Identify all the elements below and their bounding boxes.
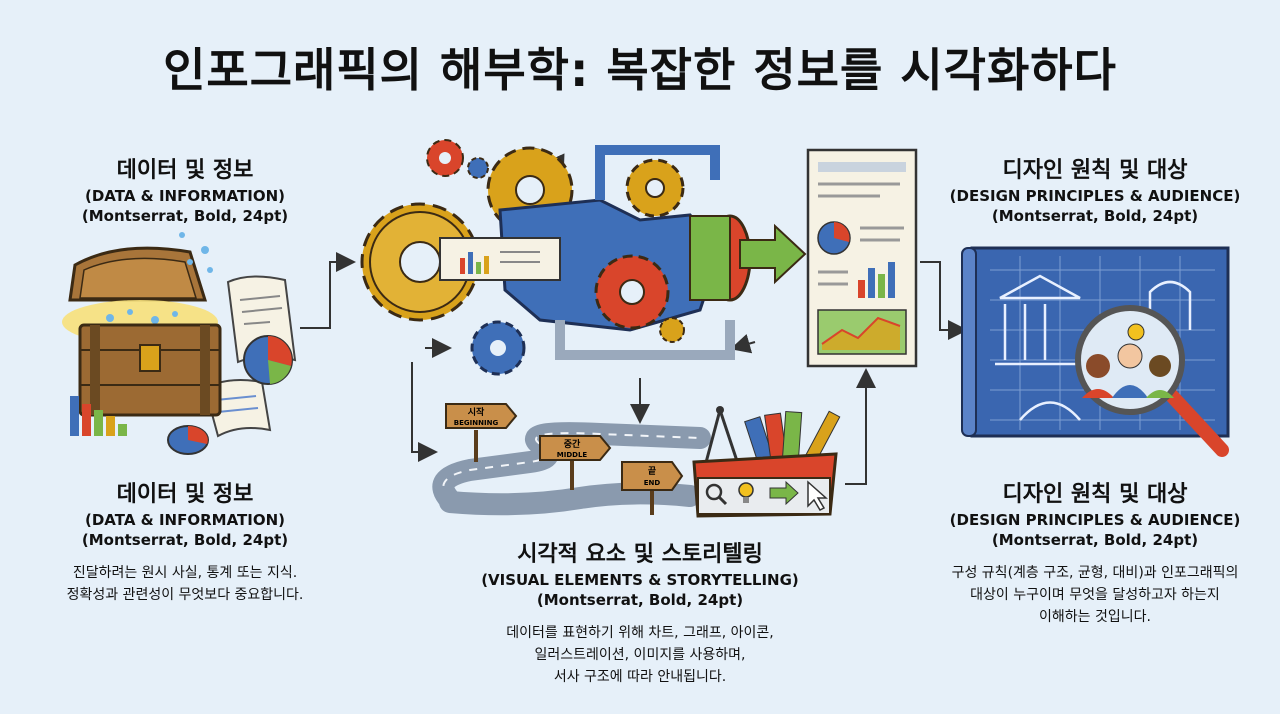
data-info-sub-top: (DATA & INFORMATION) [85,187,285,205]
sign-middle: 중간 MIDDLE [539,435,612,490]
arrow-right-icon [769,480,799,506]
magnifier-small-icon [705,483,728,506]
sign-beginning: 시작 BEGINNING [445,403,518,462]
design-heading-top: 디자인 원칙 및 대상 [1002,158,1188,183]
design-desc-line1: 구성 규칙(계층 구조, 균형, 대비)과 인포그래픽의 [951,565,1239,581]
data-info-font: (Montserrat, Bold, 24pt) [81,531,289,549]
blue-gear-small-icon [467,157,489,179]
data-info-label-top: 데이터 및 정보 (DATA & INFORMATION) (Montserra… [50,156,320,226]
bar-chart-icon [70,396,127,436]
design-label-top: 디자인 원칙 및 대상 (DESIGN PRINCIPLES & AUDIENC… [940,156,1250,226]
data-info-sub: (DATA & INFORMATION) [85,511,285,529]
color-swatch-icon [744,410,803,470]
design-section: 디자인 원칙 및 대상 (DESIGN PRINCIPLES & AUDIENC… [930,480,1260,628]
report-bar-icon [858,262,895,298]
design-font: (Montserrat, Bold, 24pt) [991,531,1199,549]
lightbulb-icon [738,482,754,503]
treasure-chest-illustration [62,232,297,455]
data-info-font-top: (Montserrat, Bold, 24pt) [81,207,289,225]
blueprint-illustration [961,246,1230,457]
design-font-top: (Montserrat, Bold, 24pt) [991,207,1199,225]
design-heading: 디자인 원칙 및 대상 [1002,482,1188,507]
large-gear-icon [360,202,480,322]
sign-beginning-en: BEGINNING [454,419,499,427]
lightbulb-idea-icon [1127,323,1145,341]
data-info-heading: 데이터 및 정보 [116,482,254,507]
lock-icon [139,344,161,372]
storytelling-road: 시작 BEGINNING 중간 MIDDLE 끝 END [432,403,711,516]
arrow-to-road [411,362,438,462]
design-desc: 구성 규칙(계층 구조, 균형, 대비)과 인포그래픽의 대상이 누구이며 무엇… [930,562,1260,628]
small-pie-icon [167,425,209,455]
design-desc-line2: 대상이 누구이며 무엇을 달성하고자 하는지 [970,587,1220,603]
data-info-section: 데이터 및 정보 (DATA & INFORMATION) (Montserra… [40,480,330,606]
building-columns-icon [995,274,1192,421]
arrow-to-report [845,368,876,485]
report-document-illustration [806,148,918,368]
cursor-icon [807,480,828,511]
arrow-data-to-gears [300,252,356,329]
magnifier-audience-icon [1075,305,1229,457]
page-title: 인포그래픽의 해부학: 복잡한 정보를 시각화하다 [163,43,1117,97]
arrow-report-to-blueprint [920,261,968,340]
data-info-heading-top: 데이터 및 정보 [116,158,254,183]
pie-chart-icon [243,335,293,385]
output-cylinder [689,214,752,302]
visual-elements-section: 시각적 요소 및 스토리텔링 (VISUAL ELEMENTS & STORYT… [440,540,840,688]
data-info-desc: 진달하려는 원시 사실, 통계 또는 지식. 정확성과 관련성이 무엇보다 중요… [40,562,330,606]
report-pie-icon [817,221,851,255]
report-line-chart-icon [817,309,907,355]
toolbox-illustration [692,406,841,518]
visual-desc-line2: 일러스트레이션, 이미지를 사용하며, [534,647,746,663]
chart-panel-icon [439,237,561,281]
red-gear-center-icon [594,254,670,330]
visual-desc-line3: 서사 구조에 따라 안내됩니다. [553,669,727,685]
sign-middle-ko: 중간 [564,438,581,450]
data-info-desc-line2: 정확성과 관련성이 무엇보다 중요합니다. [66,587,304,603]
sign-end-ko: 끝 [648,466,656,477]
small-gear-icon [625,158,685,218]
design-sub: (DESIGN PRINCIPLES & AUDIENCE) [949,511,1241,529]
tiny-gear-icon [659,317,685,343]
sign-end-en: END [644,479,661,487]
red-gear-icon [426,139,464,177]
visual-desc-line1: 데이터를 표현하기 위해 차트, 그래프, 아이콘, [506,625,774,641]
visual-heading: 시각적 요소 및 스토리텔링 [517,542,763,567]
sign-beginning-ko: 시작 [468,407,485,418]
blue-gear-icon [470,320,526,376]
visual-desc: 데이터를 표현하기 위해 차트, 그래프, 아이콘, 일러스트레이션, 이미지를… [440,622,840,688]
visual-font: (Montserrat, Bold, 24pt) [536,591,744,609]
sign-middle-en: MIDDLE [557,451,588,459]
data-info-desc-line1: 진달하려는 원시 사실, 통계 또는 지식. [72,565,298,581]
gear-machine-illustration [360,139,807,376]
visual-sub: (VISUAL ELEMENTS & STORYTELLING) [481,571,799,589]
green-arrow-icon [739,223,807,285]
design-sub-top: (DESIGN PRINCIPLES & AUDIENCE) [949,187,1241,205]
design-desc-line3: 이해하는 것입니다. [1039,609,1151,625]
sign-end: 끝 END [621,461,684,515]
